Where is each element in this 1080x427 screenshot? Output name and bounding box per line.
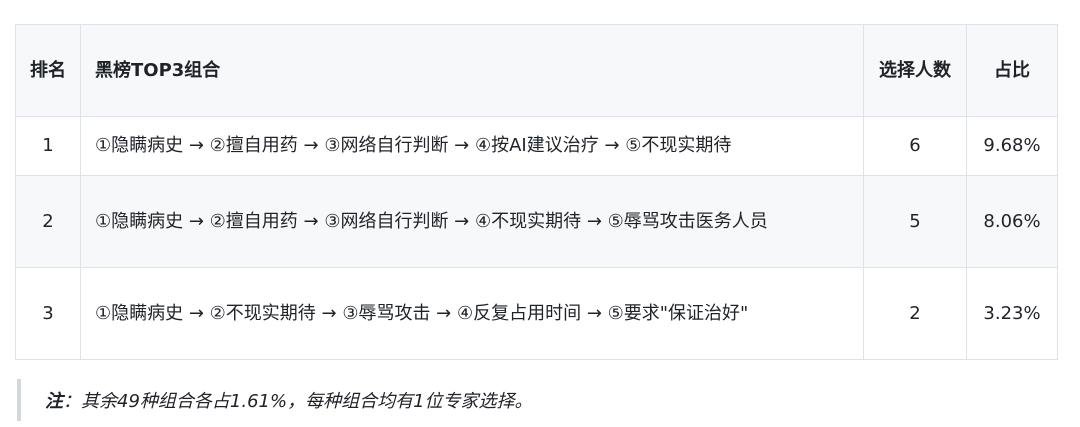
table-row: 2 ①隐瞒病史 → ②擅自用药 → ③网络自行判断 → ④不现实期待 → ⑤辱骂… <box>15 175 1058 268</box>
row-ratio: 3.23% <box>966 267 1058 360</box>
row-combo: ①隐瞒病史 → ②擅自用药 → ③网络自行判断 → ④按AI建议治疗 → ⑤不现… <box>80 116 864 176</box>
footnote-blockquote: 注：其余49种组合各占1.61%，每种组合均有1位专家选择。 <box>17 379 1057 421</box>
row-rank: 1 <box>15 116 81 176</box>
table-row: 3 ①隐瞒病史 → ②不现实期待 → ③辱骂攻击 → ④反复占用时间 → ⑤要求… <box>15 267 1058 360</box>
table-header-row: 排名 黑榜TOP3组合 选择人数 占比 <box>15 24 1058 117</box>
row-ratio: 9.68% <box>966 116 1058 176</box>
ranking-table: 排名 黑榜TOP3组合 选择人数 占比 1 ①隐瞒病史 → ②擅自用药 → ③网… <box>15 24 1058 360</box>
row-ratio: 8.06% <box>966 175 1058 268</box>
table-row: 1 ①隐瞒病史 → ②擅自用药 → ③网络自行判断 → ④按AI建议治疗 → ⑤… <box>15 116 1058 176</box>
row-combo: ①隐瞒病史 → ②不现实期待 → ③辱骂攻击 → ④反复占用时间 → ⑤要求"保… <box>80 267 864 360</box>
footnote-label: 注 <box>45 391 63 412</box>
header-rank: 排名 <box>15 24 81 117</box>
row-rank: 3 <box>15 267 81 360</box>
footnote-text: 其余49种组合各占1.61%，每种组合均有1位专家选择。 <box>81 391 533 412</box>
row-count: 2 <box>863 267 967 360</box>
header-ratio: 占比 <box>966 24 1058 117</box>
row-count: 5 <box>863 175 967 268</box>
header-count: 选择人数 <box>863 24 967 117</box>
row-count: 6 <box>863 116 967 176</box>
row-combo: ①隐瞒病史 → ②擅自用药 → ③网络自行判断 → ④不现实期待 → ⑤辱骂攻击… <box>80 175 864 268</box>
ranking-table-container: 排名 黑榜TOP3组合 选择人数 占比 1 ①隐瞒病史 → ②擅自用药 → ③网… <box>15 24 1058 360</box>
footnote-separator: ： <box>63 391 81 412</box>
row-rank: 2 <box>15 175 81 268</box>
header-combo: 黑榜TOP3组合 <box>80 24 864 117</box>
